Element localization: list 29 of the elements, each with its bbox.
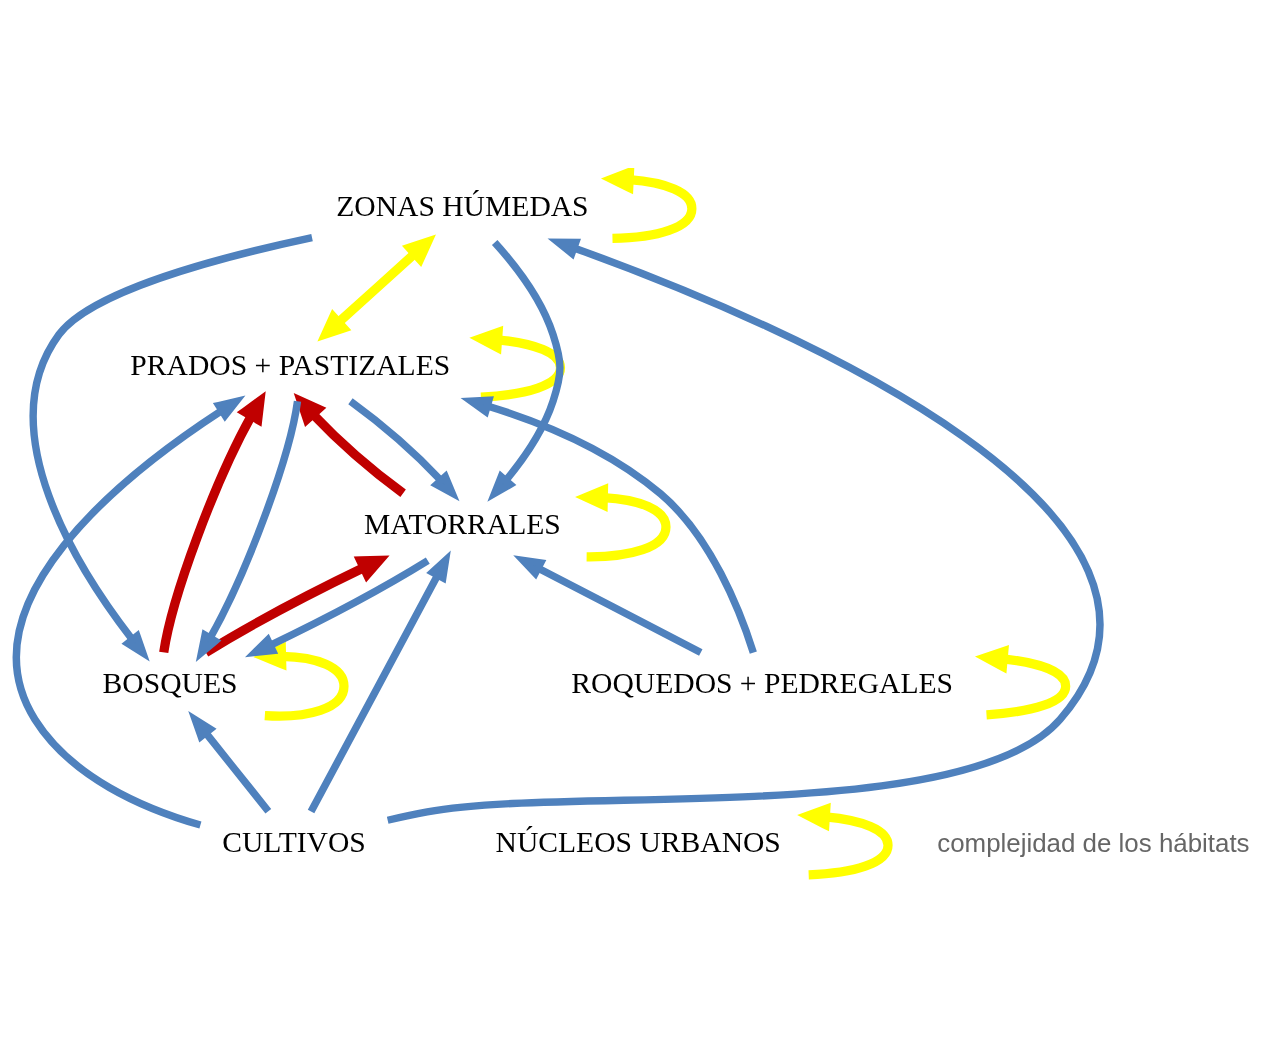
arrow: [159, 391, 266, 654]
arrow: [195, 400, 302, 662]
arrow: [348, 398, 460, 502]
arrow: [487, 240, 564, 502]
arrow: [244, 557, 430, 658]
label: complejidad de los hábitats: [937, 829, 1250, 858]
arrow: [188, 710, 272, 814]
arrow: [317, 234, 436, 342]
node-text: CULTIVOS: [222, 826, 366, 859]
node-text: ZONAS HÚMEDAS: [336, 189, 589, 222]
arrow: [975, 644, 1071, 720]
arrow: [12, 395, 246, 829]
arrow: [203, 555, 390, 657]
node-text: ROQUEDOS + PEDREGALES: [571, 667, 954, 700]
node-text: NÚCLEOS URBANOS: [495, 826, 781, 859]
arrow: [307, 550, 451, 814]
node-text: PRADOS + PASTIZALES: [130, 348, 451, 381]
arrow: [293, 392, 406, 498]
arrow: [253, 641, 349, 721]
arrow: [797, 802, 893, 880]
arrow: [29, 233, 313, 662]
arrow: [386, 238, 1103, 824]
arrow: [575, 483, 671, 562]
arrow: [469, 325, 566, 402]
arrow: [460, 396, 757, 654]
arrow: [513, 555, 703, 656]
node-text: MATORRALES: [364, 508, 561, 541]
arrow: [600, 168, 697, 244]
node-text: BOSQUES: [102, 667, 238, 700]
